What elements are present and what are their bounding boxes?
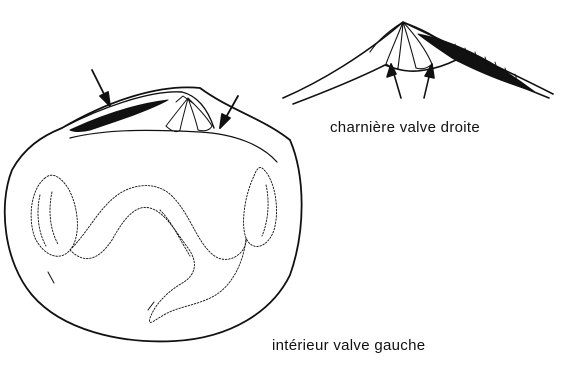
right-valve-hinge-detail bbox=[283, 22, 553, 104]
left-valve-muscle-scars bbox=[31, 167, 276, 322]
right-hinge-outer-edge bbox=[283, 22, 553, 98]
left-valve-interior bbox=[5, 70, 302, 341]
left-valve-hinge-teeth bbox=[166, 96, 212, 132]
left-valve-arrow-tooth bbox=[220, 96, 238, 128]
left-valve-stray-mark-2 bbox=[148, 302, 154, 310]
caption-left-valve-interior: intérieur valve gauche bbox=[272, 337, 425, 354]
right-hinge-arrow-right bbox=[424, 64, 434, 98]
pallial-sinus-line bbox=[70, 186, 246, 323]
left-valve-arrow-ligament bbox=[92, 70, 110, 106]
right-hinge-ligament bbox=[418, 34, 535, 92]
caption-right-valve-hinge: charnière valve droite bbox=[330, 119, 480, 136]
left-valve-inner-margin bbox=[70, 130, 277, 162]
left-valve-stray-mark bbox=[48, 272, 54, 283]
posterior-adductor-scar bbox=[244, 167, 277, 246]
